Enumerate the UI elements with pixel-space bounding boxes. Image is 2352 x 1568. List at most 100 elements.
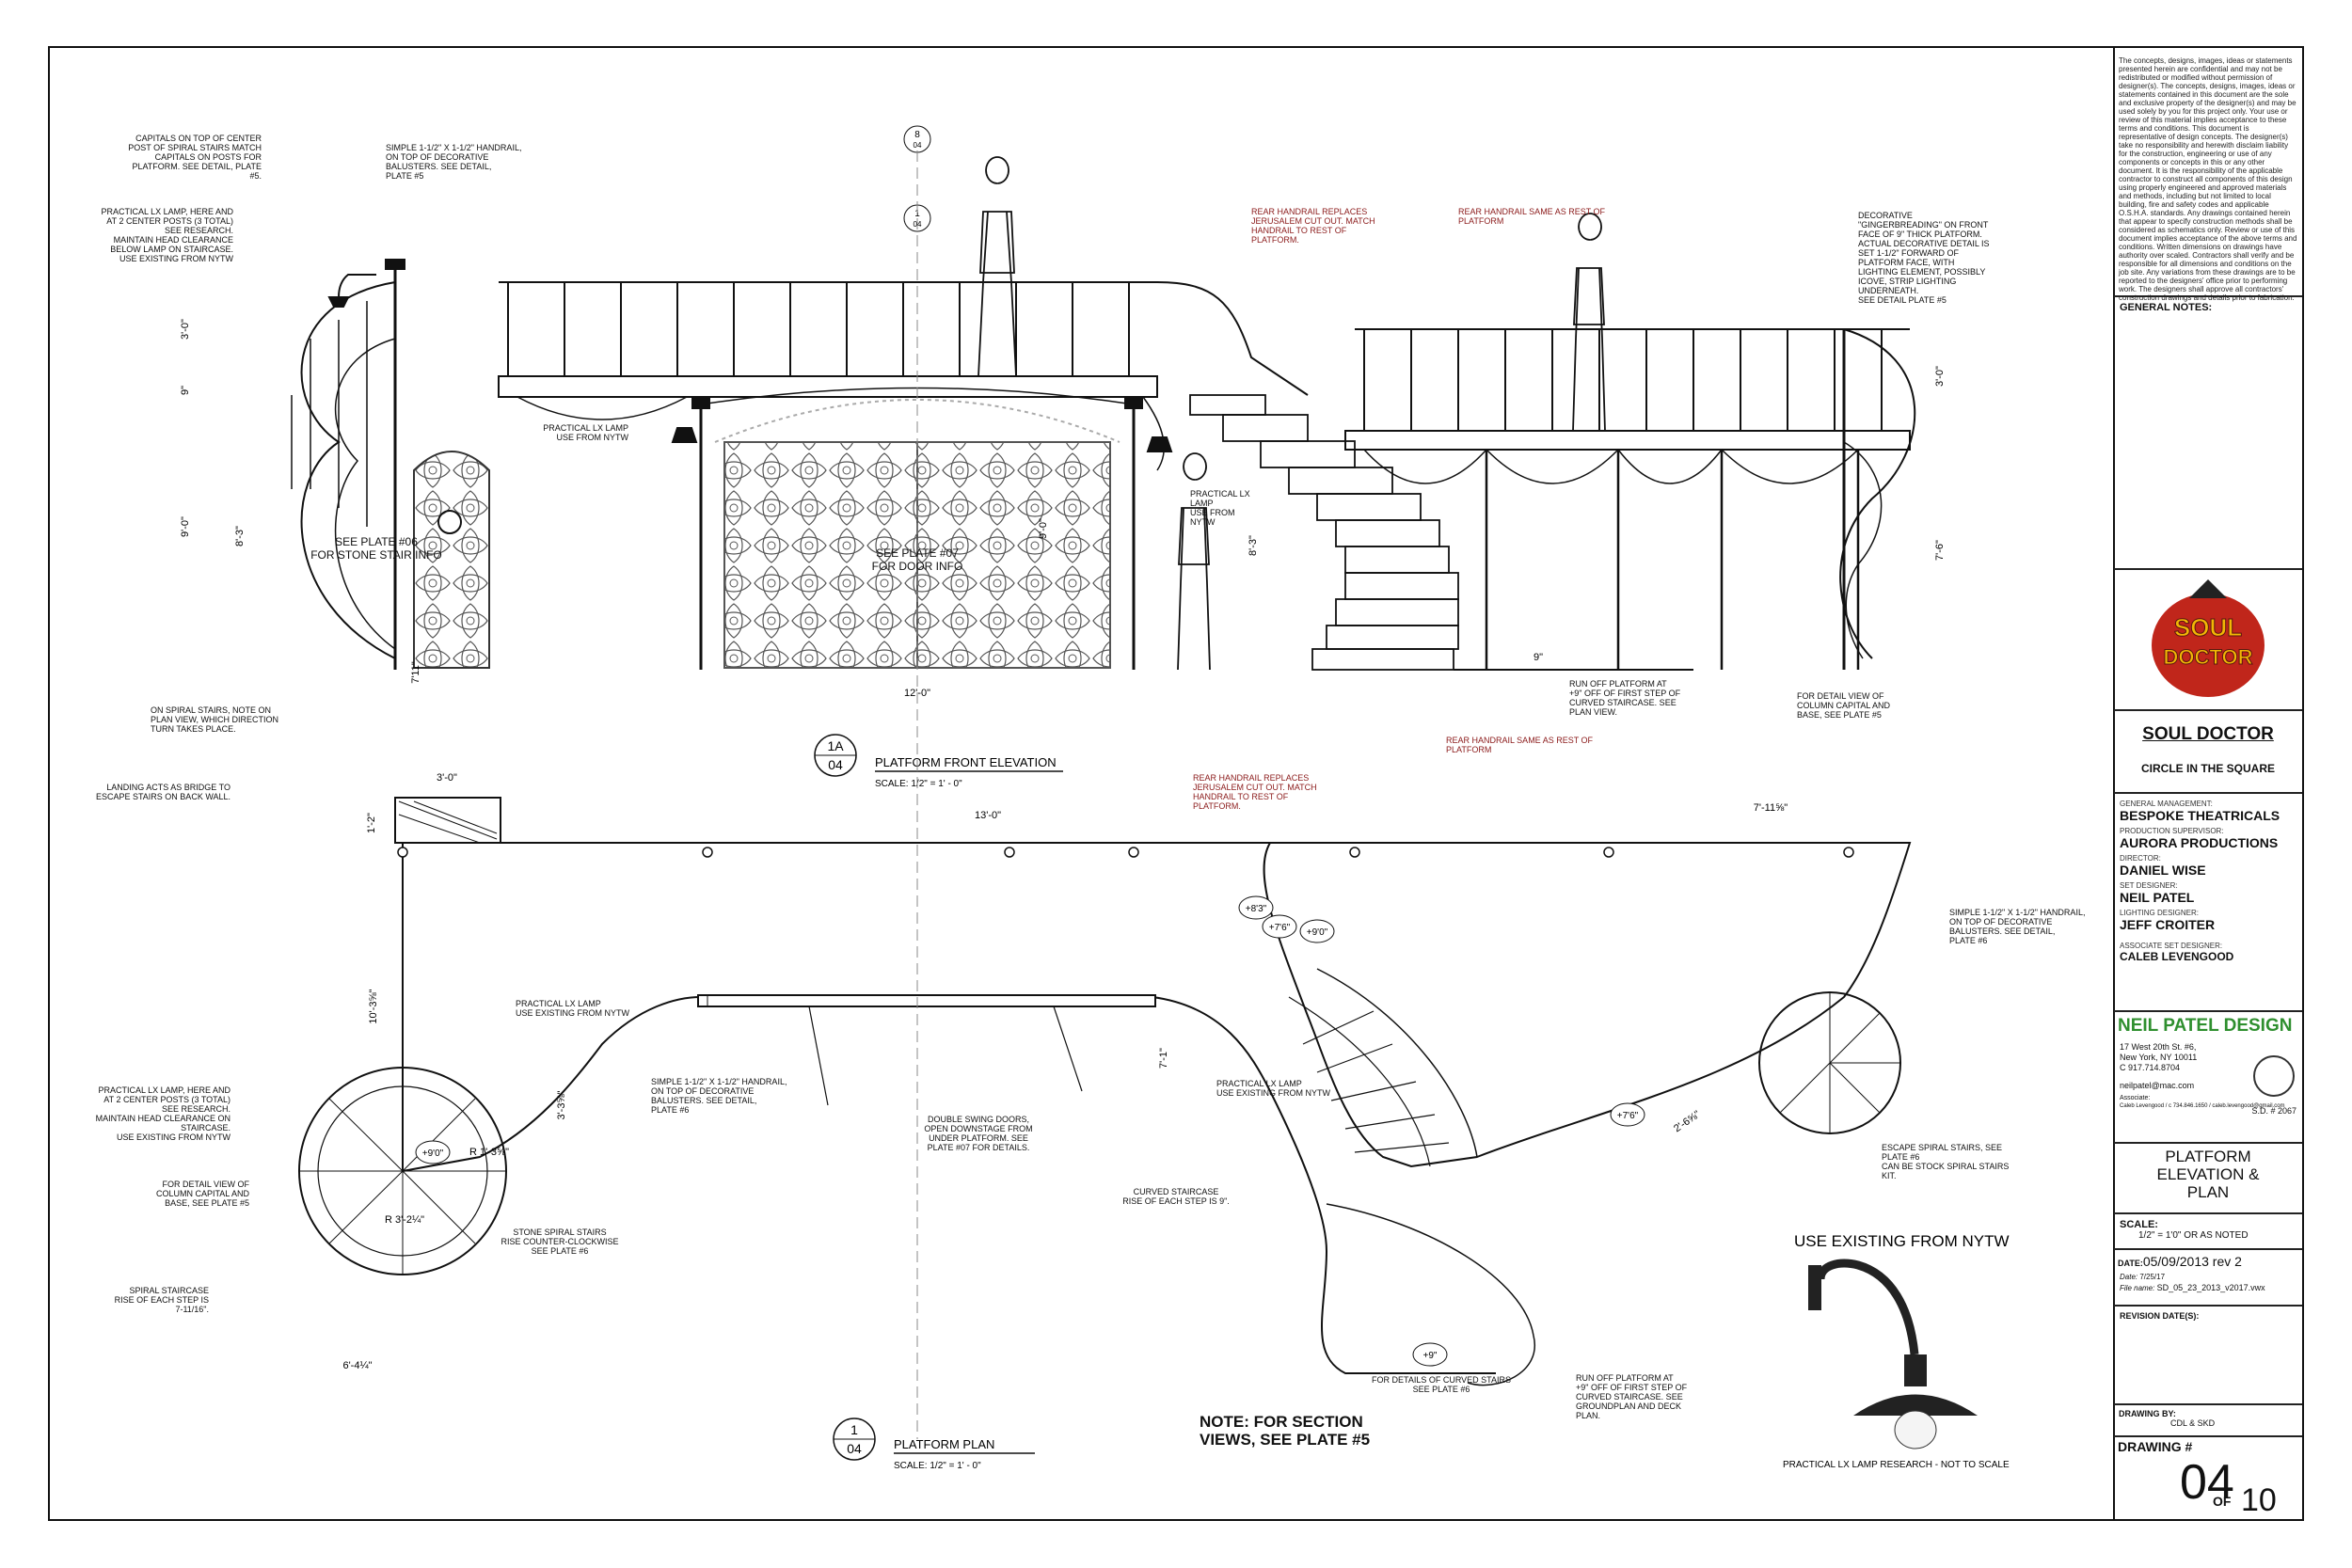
firm-block: NEIL PATEL DESIGN 17 West 20th St. #6, N… [2114,1012,2302,1144]
date-value: 05/09/2013 rev 2 [2142,1254,2242,1269]
dim-p-10-3: 10'-3⅝" [368,989,379,1023]
dim-e-8-3: 8'-3" [234,526,246,546]
dim-e-3-0: 3'-0" [180,319,191,340]
associate-label: ASSOCIATE SET DESIGNER: [2120,942,2223,950]
drawing-title-line-3: PLAN [2186,1183,2230,1201]
show-info: SOUL DOCTOR CIRCLE IN THE SQUARE [2114,711,2302,794]
of-total: 10 [2241,1482,2277,1518]
dimension-labels: 3'-0"9"9'-0"8'-3"7'11"12'-0"9'-0"8'-3"9"… [180,319,1946,1371]
show-logo: SOUL DOCTOR [2114,570,2302,711]
dim-e-3-0r: 3'-0" [1934,366,1946,387]
section-mark-sheet: 04 [914,141,922,150]
elevation-bubble-label: +8'3" [1246,904,1267,914]
note-handrail-plan-right: SIMPLE 1-1/2" X 1-1/2" HANDRAIL,ON TOP O… [1949,908,2085,945]
scale-value: 1/2" = 1'0" OR AS NOTED [2138,1230,2249,1241]
general-notes: GENERAL NOTES: [2114,297,2302,570]
elevation-bubble [1610,1102,1645,1127]
note-runoff-plan: RUN OFF PLATFORM AT+9" OFF OF FIRST STEP… [1576,1373,1688,1420]
associate-line-label: Associate: [2120,1095,2151,1101]
file-value: SD_05_23_2013_v2017.vwx [2156,1283,2265,1292]
svg-text:DOCTOR: DOCTOR [2164,645,2253,669]
drawn-by-value: CDL & SKD [2170,1418,2216,1428]
elevation-bubble-label: +9" [1423,1351,1438,1361]
lamp-research: USE EXISTING FROM NYTW PRACTICAL LX LAMP… [1783,1232,2010,1470]
svg-text:SOUL: SOUL [2174,613,2242,641]
lamp-mount-icon [1808,1265,1821,1310]
dim-e-12-0: 12'-0" [904,688,930,699]
elevation-tag-sheet: 04 [828,757,843,772]
revision-block: REVISION DATE(S): [2114,1307,2302,1405]
drawn-by-block: DRAWING BY: CDL & SKD [2114,1405,2302,1437]
elevation-bubble [1412,1342,1448,1367]
dim-p-13-0: 13'-0" [975,810,1001,821]
ps-label: PRODUCTION SUPERVISOR: [2120,827,2224,835]
dim-e-9in: 9" [1534,652,1543,663]
dim-e-9-0: 9'-0" [180,516,191,537]
elevation-bubble-label: +7'6" [1269,923,1291,933]
sd-number: S.D. # 2067 [2251,1106,2296,1116]
address-line-1: 17 West 20th St. #6, [2120,1042,2197,1052]
venue: CIRCLE IN THE SQUARE [2140,762,2275,775]
credits: GENERAL MANAGEMENT: BESPOKE THEATRICALS … [2114,794,2302,1012]
ld-label: LIGHTING DESIGNER: [2120,909,2200,917]
set-designer-value: NEIL PATEL [2120,890,2195,905]
platform-plan [298,797,1912,1386]
elevation-title: PLATFORM FRONT ELEVATION [875,755,1057,769]
disclaimer: The concepts, designs, images, ideas or … [2114,53,2302,302]
lamp-research-title: USE EXISTING FROM NYTW [1794,1232,2010,1250]
date-block: DATE:05/09/2013 rev 2 Date: 7/25/17 File… [2114,1250,2302,1307]
dim-p-r3: R 3'-2¼" [385,1214,424,1226]
elevation-bubble-label: +9'0" [422,1148,444,1159]
drawn-by-label: DRAWING BY: [2119,1409,2176,1418]
drawing-num: 04 [2180,1455,2234,1510]
note-runoff-elev: RUN OFF PLATFORM AT+9" OFF OF FIRST STEP… [1569,679,1681,717]
union-seal-icon [2253,1055,2295,1097]
scale-label: SCALE: [2120,1219,2158,1230]
plan-tag: 1 [850,1422,858,1437]
dim-e-7-11: 7'11" [410,661,421,684]
dim-p-6-4: 6'-4¼" [342,1360,372,1371]
dim-e-9-0b: 9'-0" [1038,518,1049,539]
dim-p-3-3: 3'-3⅝" [556,1090,567,1119]
gm-label: GENERAL MANAGEMENT: [2120,800,2213,808]
dim-p-7-1: 7'-1" [1158,1048,1169,1069]
drawing-title-line-1: PLATFORM [2165,1148,2251,1165]
director-value: DANIEL WISE [2120,863,2206,878]
note-handrail-plan-mid: SIMPLE 1-1/2" X 1-1/2" HANDRAIL,ON TOP O… [651,1077,787,1115]
ld-value: JEFF CROITER [2120,917,2216,932]
dim-e-9: 9" [180,386,191,395]
lamp-research-caption: PRACTICAL LX LAMP RESEARCH - NOT TO SCAL… [1783,1460,2010,1470]
associate-value: CALEB LEVENGOOD [2120,950,2234,963]
ps-value: AURORA PRODUCTIONS [2120,835,2279,850]
dim-p-2-6: 2'-6⅝" [1672,1109,1702,1135]
sheet-border [48,46,2304,1521]
view-titles: 1A 04 PLATFORM FRONT ELEVATION SCALE: 1/… [814,125,1063,1471]
plan-tag-sheet: 04 [847,1441,862,1456]
address-line-3: C 917.714.8704 [2120,1063,2181,1072]
director-label: DIRECTOR: [2120,854,2161,863]
firm-name: NEIL PATEL DESIGN [2118,1016,2293,1036]
note-handrail-elev: SIMPLE 1-1/2" X 1-1/2" HANDRAIL,ON TOP O… [386,143,521,181]
dim-p-3-0: 3'-0" [437,772,457,784]
address-line-2: New York, NY 10011 [2120,1053,2198,1062]
date2-value: 7/25/17 [2139,1273,2166,1281]
elevation-bubble-label: +7'6" [1617,1111,1639,1121]
revision-label: REVISION DATE(S): [2120,1311,2200,1321]
elevation-scale: SCALE: 1/2" = 1' - 0" [875,779,962,789]
dim-e-7-6: 7'-6" [1934,540,1946,561]
